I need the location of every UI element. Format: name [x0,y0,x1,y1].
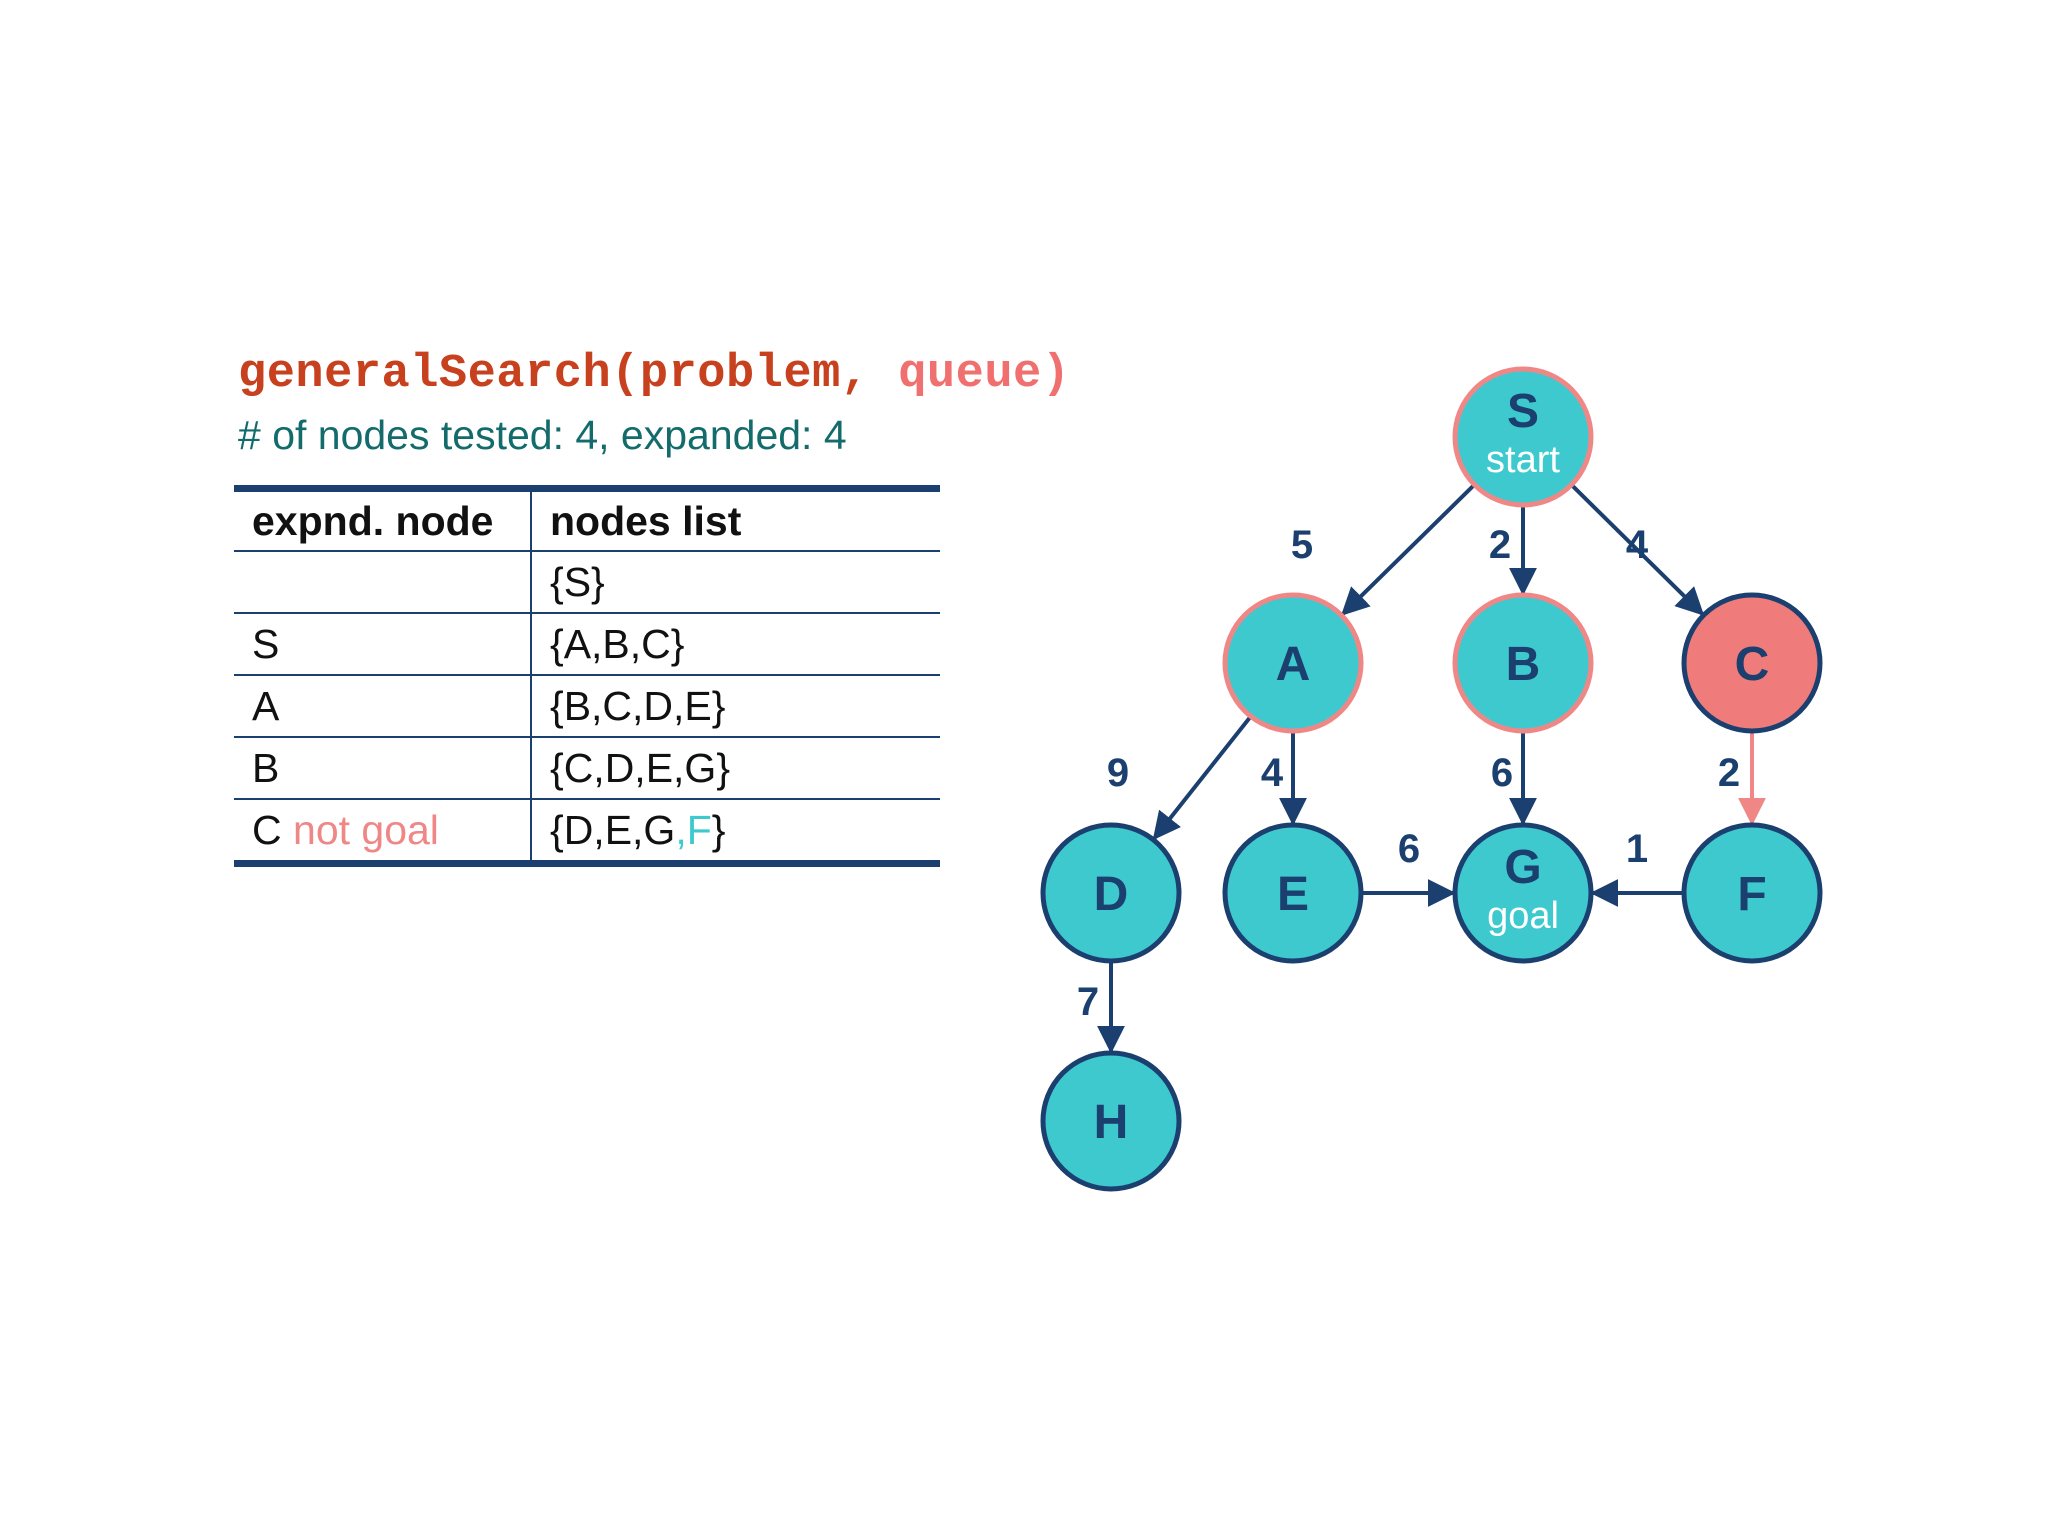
header-expanded-node: expnd. node [234,485,532,552]
edge-weight-a-e: 4 [1261,751,1284,795]
table-row: A {B,C,D,E} [234,675,940,738]
edge-weight-c-f: 2 [1718,751,1740,795]
node-label: E [1277,868,1309,921]
expanded-node-cell: C not goal [234,799,532,867]
edge-weight-a-d: 9 [1107,751,1129,795]
nodes-list: {B,C,D,E} [550,682,726,729]
expanded-node-cell [234,551,532,614]
node-b: B [1452,592,1594,734]
nodes-list-cell: {C,D,E,G} [531,737,940,800]
code-queue-arg: queue) [898,348,1071,401]
nodes-list-cell: {S} [531,551,940,614]
header-nodes-list: nodes list [531,485,940,552]
node-sublabel: goal [1487,895,1559,937]
nodes-list-cell: {D,E,G,F} [531,799,940,867]
node-label: A [1276,638,1311,691]
table-row: {S} [234,551,940,614]
expanded-node: S [252,620,280,667]
node-label: G [1504,841,1541,894]
node-e: E [1222,822,1364,964]
node-circle [1222,822,1364,964]
edge-weight-s-a: 5 [1291,523,1313,567]
node-label: S [1507,385,1539,438]
search-trace-table: expnd. node nodes list {S} S {A,B,C} A {… [234,485,940,867]
node-label: F [1737,868,1766,921]
node-a: A [1222,592,1364,734]
nodes-list-end: } [711,806,726,853]
edge-s-c [1570,484,1705,616]
expanded-node-cell: B [234,737,532,800]
node-d: D [1040,822,1182,964]
node-label: D [1094,868,1129,921]
node-h: H [1040,1050,1182,1192]
table-row: C not goal {D,E,G,F} [234,799,940,867]
not-goal-note: not goal [293,806,439,853]
node-circle [1681,592,1823,734]
edge-weight-b-g: 6 [1491,751,1513,795]
expanded-node: A [252,682,280,729]
code-signature: generalSearch(problem, queue) [238,348,1070,401]
expanded-node: C [252,806,282,853]
expanded-node-cell: A [234,675,532,738]
node-circle [1222,592,1364,734]
edge-a-d [1152,715,1252,841]
node-circle [1681,822,1823,964]
node-label: H [1094,1096,1129,1149]
expanded-node-cell: S [234,613,532,676]
node-label: C [1735,638,1770,691]
edge-weight-e-g: 6 [1398,827,1420,871]
node-sublabel: start [1486,439,1560,481]
table-header-row: expnd. node nodes list [234,485,940,552]
edge-weight-s-b: 2 [1489,523,1511,567]
expanded-node: B [252,744,280,791]
edge-weight-s-c: 4 [1626,523,1649,567]
nodes-list: {S} [550,558,605,605]
node-circle [1452,366,1594,508]
node-circle [1452,822,1594,964]
nodes-list: {A,B,C} [550,620,685,667]
nodes-list-new: ,F [675,806,712,853]
node-circle [1452,592,1594,734]
node-label: B [1506,638,1541,691]
node-circle [1040,822,1182,964]
edge-weight-d-h: 7 [1077,980,1099,1024]
code-function-name: generalSearch(problem, [238,348,899,401]
node-f: F [1681,822,1823,964]
nodes-list: {C,D,E,G} [550,744,731,791]
edge-weight-f-g: 1 [1626,827,1648,871]
nodes-list: {D,E,G [550,806,676,853]
table-row: S {A,B,C} [234,613,940,676]
table-row: B {C,D,E,G} [234,737,940,800]
nodes-list-cell: {A,B,C} [531,613,940,676]
node-c: C [1681,592,1823,734]
nodes-list-cell: {B,C,D,E} [531,675,940,738]
nodes-count-subtitle: # of nodes tested: 4, expanded: 4 [238,412,847,458]
node-circle [1040,1050,1182,1192]
edge-s-a [1340,483,1476,616]
